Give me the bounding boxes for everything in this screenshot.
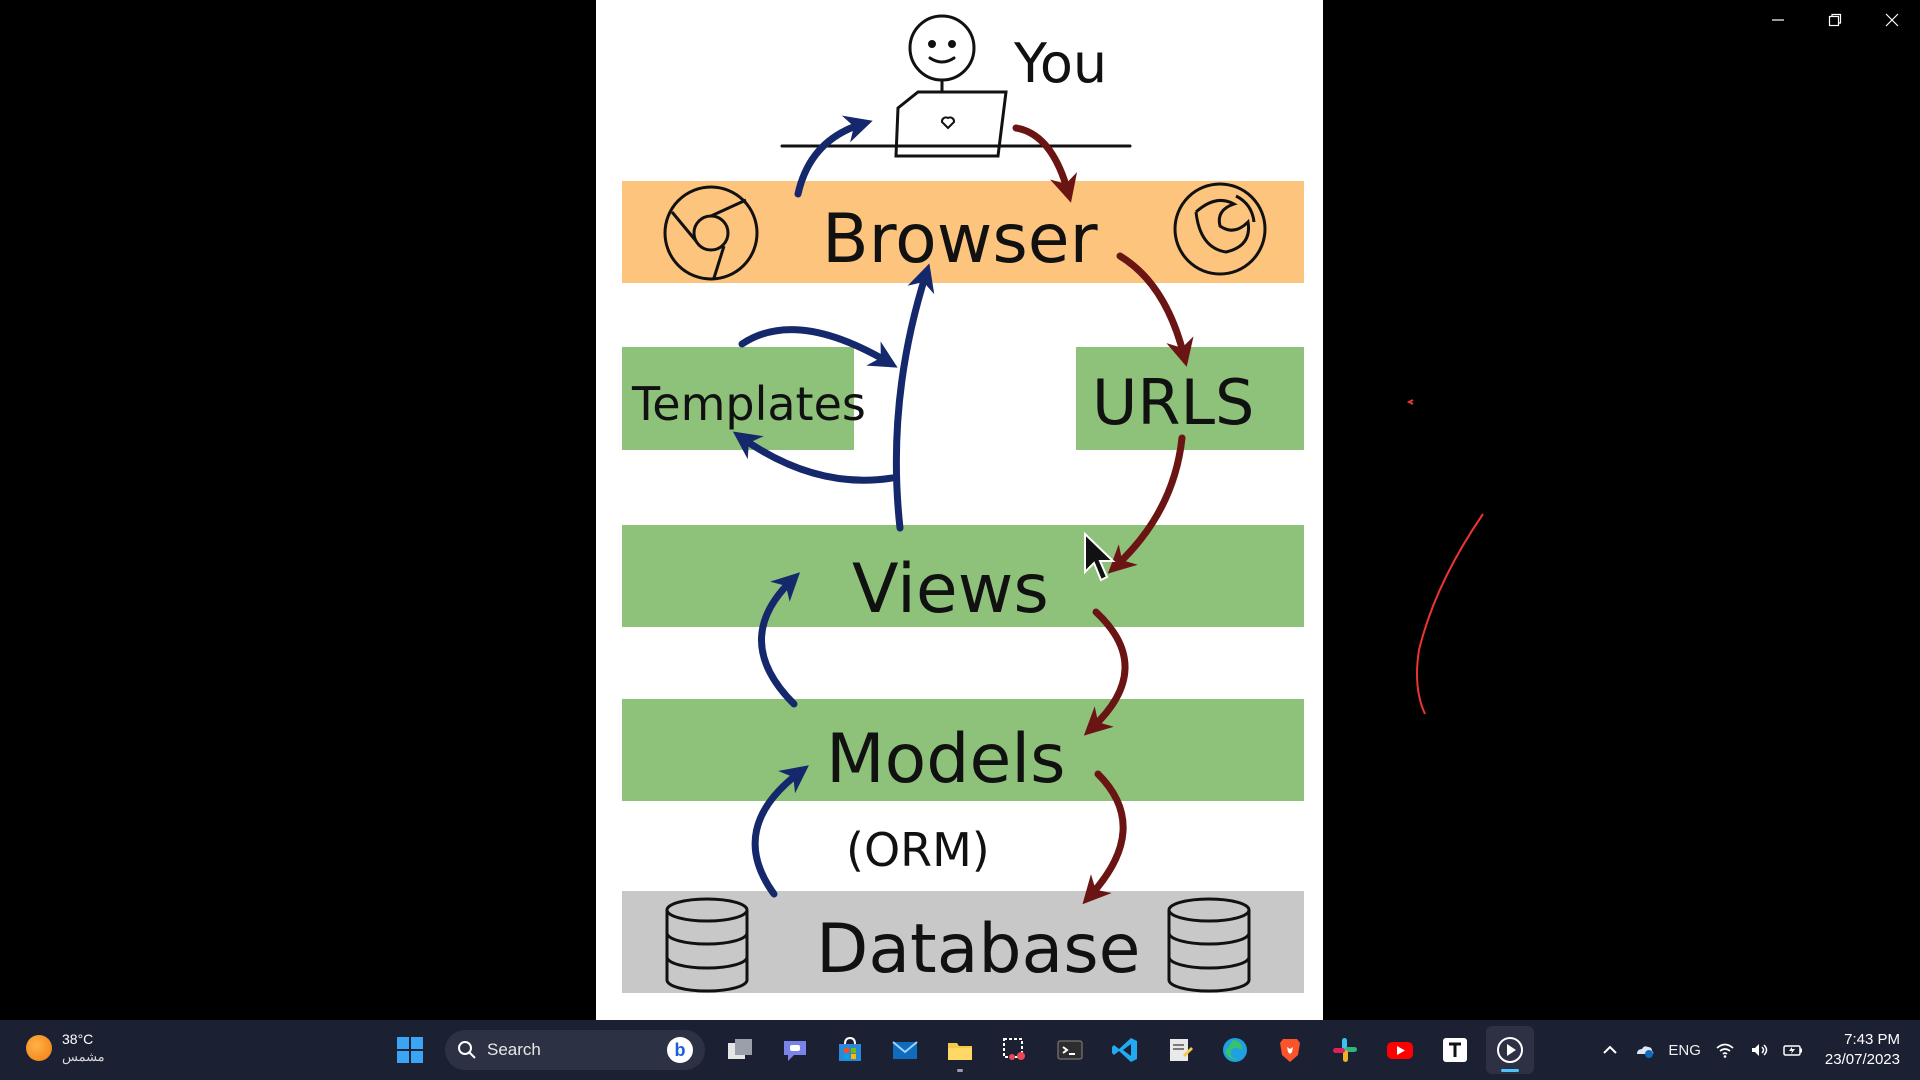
teams-chat-icon [784, 1041, 806, 1061]
typora-button[interactable] [1431, 1026, 1479, 1074]
bing-icon[interactable]: b [667, 1037, 693, 1063]
start-button[interactable] [386, 1026, 434, 1074]
mouse-cursor-icon [1084, 532, 1116, 582]
terminal-button[interactable] [1046, 1026, 1094, 1074]
search-placeholder: Search [487, 1040, 541, 1059]
media-player-button[interactable] [1486, 1026, 1534, 1074]
views-band [622, 525, 1304, 627]
notepad-button[interactable] [1156, 1026, 1204, 1074]
label-models: Models [826, 720, 1066, 799]
window-controls [1749, 0, 1920, 40]
clock[interactable]: 7:43 PM 23/07/2023 [1825, 1030, 1900, 1070]
folder-icon [948, 1043, 972, 1060]
language-indicator[interactable]: ENG [1668, 1041, 1701, 1059]
wifi-icon[interactable] [1715, 1040, 1735, 1060]
database-icon-left [665, 897, 749, 993]
database-icon-right [1167, 897, 1251, 993]
models-band [622, 699, 1304, 801]
browser-band [622, 181, 1304, 283]
arrow-models-to-database [1082, 770, 1127, 905]
task-view-button[interactable] [716, 1026, 764, 1074]
snipping-tool-button[interactable] [991, 1026, 1039, 1074]
onedrive-icon[interactable] [1634, 1040, 1654, 1060]
edge-icon [1223, 1038, 1247, 1062]
clock-date: 23/07/2023 [1824, 1051, 1900, 1068]
teams-chat-button[interactable] [771, 1026, 819, 1074]
slack-icon [1333, 1038, 1357, 1062]
youtube-icon [1387, 1042, 1413, 1059]
arrow-views-to-templates [732, 431, 896, 484]
brave-button[interactable] [1266, 1026, 1314, 1074]
minimize-button[interactable] [1749, 0, 1806, 40]
search-input[interactable]: Search b [445, 1030, 705, 1070]
windows-logo-icon [397, 1037, 423, 1063]
vscode-button[interactable] [1101, 1026, 1149, 1074]
close-icon [1885, 13, 1898, 27]
slide-diagram: You Browser Templates URLS Views Models … [596, 0, 1323, 1020]
label-templates: Templates [631, 377, 866, 431]
sun-icon [26, 1035, 52, 1061]
store-icon [839, 1036, 861, 1061]
microsoft-store-button[interactable] [826, 1026, 874, 1074]
task-view-icon [728, 1039, 752, 1059]
mail-icon [892, 1041, 918, 1059]
arrow-urls-to-views [1107, 434, 1186, 574]
youtube-button[interactable] [1376, 1026, 1424, 1074]
close-button[interactable] [1863, 0, 1920, 40]
mail-button[interactable] [881, 1026, 929, 1074]
search-icon [458, 1041, 476, 1059]
label-orm: (ORM) [846, 823, 990, 877]
arrow-database-to-models [751, 765, 809, 898]
file-explorer-button[interactable] [936, 1026, 984, 1074]
chevron-up-icon[interactable] [1600, 1040, 1620, 1060]
label-views: Views [852, 550, 1049, 629]
battery-charging-icon[interactable] [1783, 1040, 1803, 1060]
response-arrows [732, 115, 935, 898]
terminal-icon [1057, 1040, 1083, 1060]
brave-icon [1280, 1039, 1300, 1062]
vscode-icon [1112, 1038, 1137, 1062]
restore-button[interactable] [1806, 0, 1863, 40]
notepad-icon [1170, 1039, 1193, 1061]
weather-temperature: 38°C [62, 1031, 94, 1047]
label-urls: URLS [1092, 366, 1254, 439]
label-you: You [1013, 32, 1107, 95]
arrow-templates-to-views [738, 326, 898, 368]
weather-condition: مشمس [62, 1049, 105, 1064]
weather-widget[interactable]: 38°C مشمس [26, 1030, 105, 1066]
arrow-models-to-views [758, 572, 801, 708]
volume-icon[interactable] [1749, 1040, 1769, 1060]
pen-annotation [1406, 399, 1484, 715]
system-tray: ENG 7:43 PM 23/07/2023 [1600, 1020, 1900, 1080]
chrome-logo-drawing [663, 185, 759, 281]
running-indicator [957, 1069, 963, 1072]
taskbar-apps: Search b [386, 1026, 1534, 1074]
person-laptop-drawing [780, 14, 1132, 158]
label-database: Database [816, 910, 1140, 989]
minimize-icon [1771, 19, 1784, 21]
taskbar: 38°C مشمس Search b [0, 1020, 1920, 1080]
play-icon [1497, 1037, 1523, 1063]
slack-button[interactable] [1321, 1026, 1369, 1074]
label-browser: Browser [822, 200, 1098, 279]
active-indicator [1501, 1069, 1519, 1072]
restore-icon [1828, 13, 1841, 27]
arrow-views-to-browser [892, 263, 935, 532]
arrow-browser-to-urls [1116, 252, 1194, 367]
arrow-laptop-to-browser [1012, 124, 1078, 203]
arrow-browser-to-you [794, 115, 873, 198]
firefox-logo-drawing [1173, 182, 1267, 276]
arrow-views-to-models [1083, 608, 1129, 736]
edge-button[interactable] [1211, 1026, 1259, 1074]
request-arrows [1012, 124, 1194, 905]
clock-time: 7:43 PM [1844, 1031, 1900, 1048]
snipping-tool-icon [1003, 1038, 1025, 1060]
django-flow-diagram: You Browser Templates URLS Views Models … [622, 14, 1304, 993]
t-icon [1443, 1038, 1467, 1062]
